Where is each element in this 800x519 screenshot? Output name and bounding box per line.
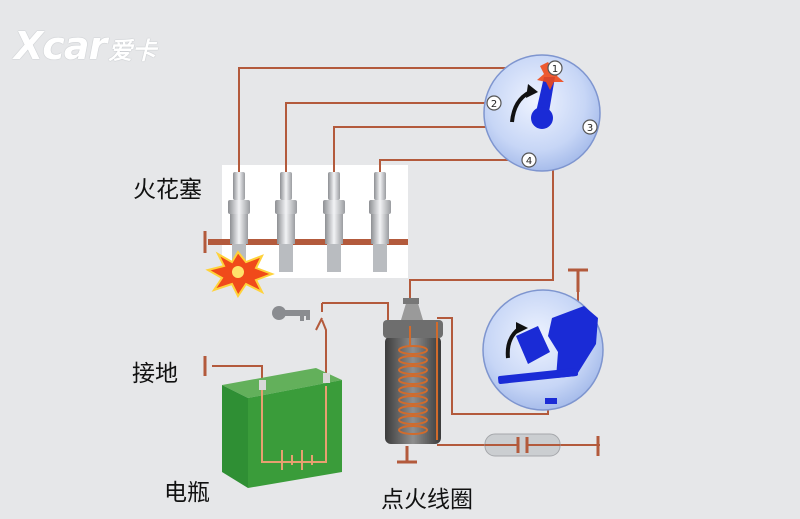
terminal-3 [582, 119, 598, 135]
ignition-coil [383, 298, 443, 444]
battery [222, 368, 342, 488]
cam [516, 326, 550, 364]
wire-plug-2 [285, 102, 492, 172]
distributor-terminals: 1 2 3 4 [486, 60, 598, 168]
distributor-spark-icon [537, 62, 564, 90]
spark-plug-label: 火花塞 [133, 177, 202, 203]
distributor: 1 2 3 4 [483, 54, 601, 172]
breaker-points [482, 289, 604, 411]
terminal-4 [521, 152, 537, 168]
points-arm [548, 306, 598, 378]
battery-label: 电瓶 [164, 480, 210, 506]
ground-symbols [203, 231, 600, 464]
logo-cn: 爱卡 [108, 37, 157, 65]
terminal-1-label: 1 [552, 64, 558, 75]
terminal-4-label: 4 [526, 156, 532, 167]
wires [212, 67, 600, 446]
spark-plug-4 [369, 172, 391, 272]
logo-brand: Xcar [14, 24, 107, 68]
wire-switch-coil [322, 302, 389, 320]
wire-battery-switch [321, 319, 327, 380]
spark-core [232, 266, 244, 278]
wire-plug-4 [379, 159, 527, 172]
terminal-1 [547, 60, 563, 76]
spark-plug-3 [323, 172, 345, 272]
ignition-key-icon [272, 306, 310, 321]
terminal-2 [486, 95, 502, 111]
wire-plug-1 [238, 67, 548, 172]
terminal-3-label: 3 [587, 123, 593, 134]
engine-ground-bar [208, 239, 408, 245]
ignition-switch [315, 303, 323, 331]
xcar-logo: Xcar爱卡 [14, 24, 156, 68]
ground-label: 接地 [132, 361, 178, 387]
ignition-coil-label: 点火线圈 [381, 487, 473, 513]
coil-windings [398, 322, 438, 440]
condenser [484, 433, 561, 457]
terminal-2-label: 2 [491, 99, 497, 110]
spark-plug-2 [275, 172, 297, 272]
wire-dist-coil [409, 122, 554, 312]
wire-battery-ground [212, 365, 263, 382]
